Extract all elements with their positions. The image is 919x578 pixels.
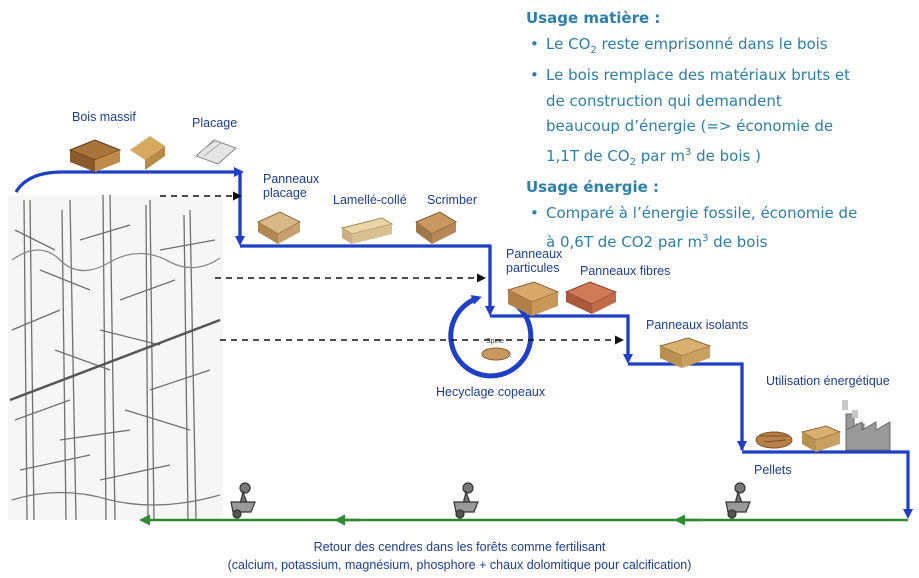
- label-recyclage-copeaux: Hecyclage copeaux: [436, 385, 546, 399]
- dashed-arrows: [160, 191, 624, 345]
- cascade-flow-arrow: [14, 167, 908, 515]
- label-scrimber: Scrimber: [427, 193, 478, 207]
- lamelle-colle-icon: [340, 217, 394, 244]
- label-bois-massif: Bois massif: [72, 110, 136, 124]
- panneaux-placage-icon: [256, 211, 302, 244]
- spine-icon: [481, 347, 511, 361]
- recycling-loop-icon: [448, 295, 534, 379]
- footer-line-2: (calcium, potassium, magnésium, phosphor…: [227, 558, 692, 572]
- usage-matiere-item-1: Le CO2 reste emprisonné dans le bois: [526, 32, 916, 64]
- label-utilisation-energetique: Utilisation énergétique: [766, 374, 890, 388]
- footer-line-1: Retour des cendres dans les forêts comme…: [313, 540, 606, 554]
- placage-icon: [195, 139, 237, 165]
- label-spine: Spine: [486, 338, 504, 345]
- label-pellets: Pellets: [754, 463, 792, 477]
- panneaux-isolants-icon: [658, 337, 712, 368]
- label-panneaux-isolants: Panneaux isolants: [646, 318, 749, 332]
- info-panel: Usage matière : Le CO2 reste emprisonné …: [526, 6, 916, 256]
- usage-energie-item-1: Comparé à l’énergie fossile, économie de…: [526, 201, 916, 256]
- usage-energie-list: Comparé à l’énergie fossile, économie de…: [526, 201, 916, 256]
- label-lamelle-colle: Lamellé-collé: [333, 193, 407, 207]
- scrimber-icon: [415, 211, 458, 244]
- panneaux-fibres-icon: [564, 281, 618, 314]
- wheelbarrow-worker-icon: [230, 482, 751, 519]
- pellets-icon: [755, 431, 793, 449]
- label-panneaux-placage: Panneaux placage: [263, 172, 320, 201]
- usage-energie-title: Usage énergie :: [526, 178, 660, 196]
- panneaux-particules-icon: [506, 281, 560, 316]
- usage-matiere-list: Le CO2 reste emprisonné dans le bois Le …: [526, 32, 916, 176]
- factory-icon: [842, 400, 891, 451]
- bois-massif-icon: [68, 136, 165, 172]
- usage-matiere-title: Usage matière :: [526, 9, 661, 27]
- usage-matiere-item-2: Le bois remplace des matériaux bruts etd…: [526, 63, 916, 175]
- wood-chunk-icon: [800, 425, 842, 452]
- label-panneaux-fibres: Panneaux fibres: [580, 264, 671, 278]
- forest-sketch-icon: [8, 194, 223, 521]
- label-placage: Placage: [192, 116, 238, 130]
